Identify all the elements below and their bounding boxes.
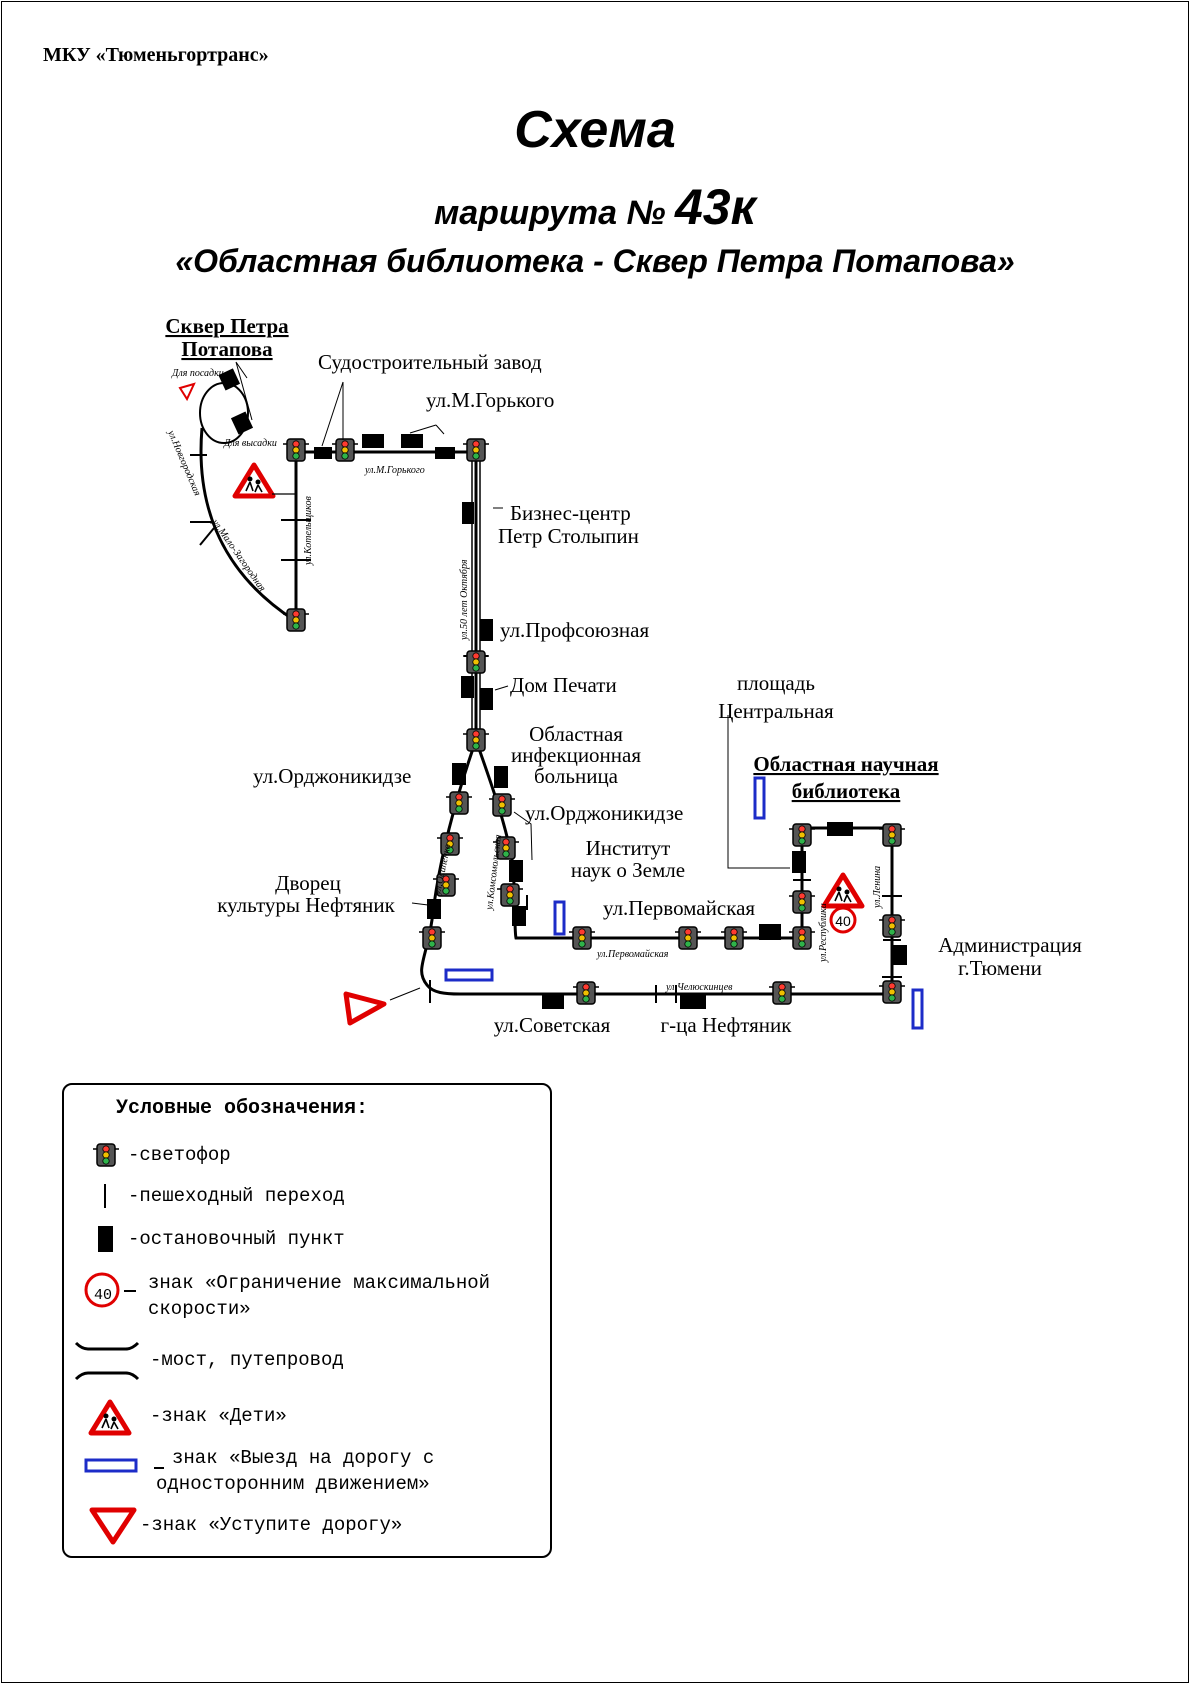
place-label: Центральная xyxy=(718,699,834,723)
stop-points xyxy=(218,368,907,1009)
terminal-label: Областная научная xyxy=(753,752,938,776)
legend-item: -знак «Дети» xyxy=(150,1405,287,1427)
street-label: ул.Новгородская xyxy=(165,428,203,498)
page-title: Схема xyxy=(514,101,676,159)
legend-item: -знак «Уступите дорогу» xyxy=(140,1514,403,1536)
legend-item: скорости» xyxy=(148,1298,251,1320)
stop-label: Дворец xyxy=(275,871,341,895)
speed-limit-sign xyxy=(829,906,857,934)
street-label: ул.50 лет Октября xyxy=(459,559,470,641)
speed-limit-icon xyxy=(84,1272,120,1308)
stop-label: Областная xyxy=(529,722,623,746)
yield-icon xyxy=(89,1507,137,1545)
stop-label: Администрация xyxy=(938,933,1082,957)
stop-label: ул.Советская xyxy=(494,1013,611,1037)
stop-label: ул.Профсоюзная xyxy=(500,618,649,642)
terminal-label: библиотека xyxy=(792,779,901,803)
legend-item: -светофор xyxy=(128,1144,231,1166)
terminal-label: Сквер Петра xyxy=(165,314,289,338)
one-way-icon xyxy=(84,1458,138,1473)
stop-label: Институт xyxy=(586,836,671,860)
stop-label: Бизнес-центр xyxy=(510,501,631,525)
terminal-label: Потапова xyxy=(181,337,273,361)
stop-label: инфекционная xyxy=(511,743,641,767)
stop-label: Судостроительный завод xyxy=(318,350,542,374)
legend-item: -остановочный пункт xyxy=(128,1228,345,1250)
stop-label: г-ца Нефтяник xyxy=(660,1013,792,1037)
legend: Условные обозначения: 40 -светофор -пеше… xyxy=(62,1083,552,1558)
alighting-label: Для высадки xyxy=(223,438,277,449)
stop-label: ул.М.Горького xyxy=(426,388,554,412)
street-label: ул.Котельщиков xyxy=(303,496,314,566)
children-icon xyxy=(91,1402,129,1433)
legend-item: знак «Ограничение максимальной xyxy=(148,1272,491,1294)
street-label: ул.Челюскинцев xyxy=(665,982,733,993)
route-subtitle: маршрута № 43к xyxy=(0,178,1190,236)
stop-label: наук о Земле xyxy=(571,858,685,882)
yield-sign-small xyxy=(178,382,196,402)
legend-title: Условные обозначения: xyxy=(116,1097,369,1120)
street-label: ул.Республики xyxy=(818,903,829,963)
organization-name: МКУ «Тюменьгортранс» xyxy=(43,44,269,66)
legend-item: -пешеходный переход xyxy=(128,1185,345,1207)
legend-symbols xyxy=(74,1143,164,1545)
stop-label: Дом Печати xyxy=(510,673,617,697)
street-label: ул.М.Горького xyxy=(364,465,425,476)
children-sign xyxy=(235,465,273,496)
legend-item: знак «Выезд на дорогу с xyxy=(172,1447,435,1469)
boarding-label: Для посадки xyxy=(171,368,224,379)
stop-label: Петр Столыпин xyxy=(498,524,639,548)
speed-limit-value: 40 xyxy=(835,913,851,929)
children-sign xyxy=(824,875,862,906)
legend-item: односторонним движением» xyxy=(156,1473,430,1495)
street-label: ул.Первомайская xyxy=(596,949,669,960)
legend-item: -мост, путепровод xyxy=(150,1349,344,1371)
place-label: площадь xyxy=(737,671,815,695)
speed-limit-icon-value: 40 xyxy=(94,1287,113,1304)
stop-label: больница xyxy=(534,764,619,788)
stop-label: ул.Первомайская xyxy=(603,896,755,920)
traffic-light-icon xyxy=(92,1143,120,1167)
route-name: «Областная библиотека - Сквер Петра Пота… xyxy=(175,243,1015,279)
one-way-sign xyxy=(444,776,924,1030)
route-number: 43к xyxy=(674,179,756,235)
stop-label: ул.Орджоникидзе xyxy=(525,801,683,825)
yield-sign xyxy=(343,991,387,1026)
stop-label: г.Тюмени xyxy=(958,956,1042,980)
stop-label: культуры Нефтяник xyxy=(217,893,395,917)
stop-icon xyxy=(98,1226,113,1252)
street-label: ул.Ленина xyxy=(872,866,883,909)
bridge-icon xyxy=(74,1341,140,1351)
stop-label: ул.Орджоникидзе xyxy=(253,764,411,788)
street-label: ул.Мало-Загородная xyxy=(209,517,268,594)
route-prefix: маршрута № xyxy=(434,194,666,232)
